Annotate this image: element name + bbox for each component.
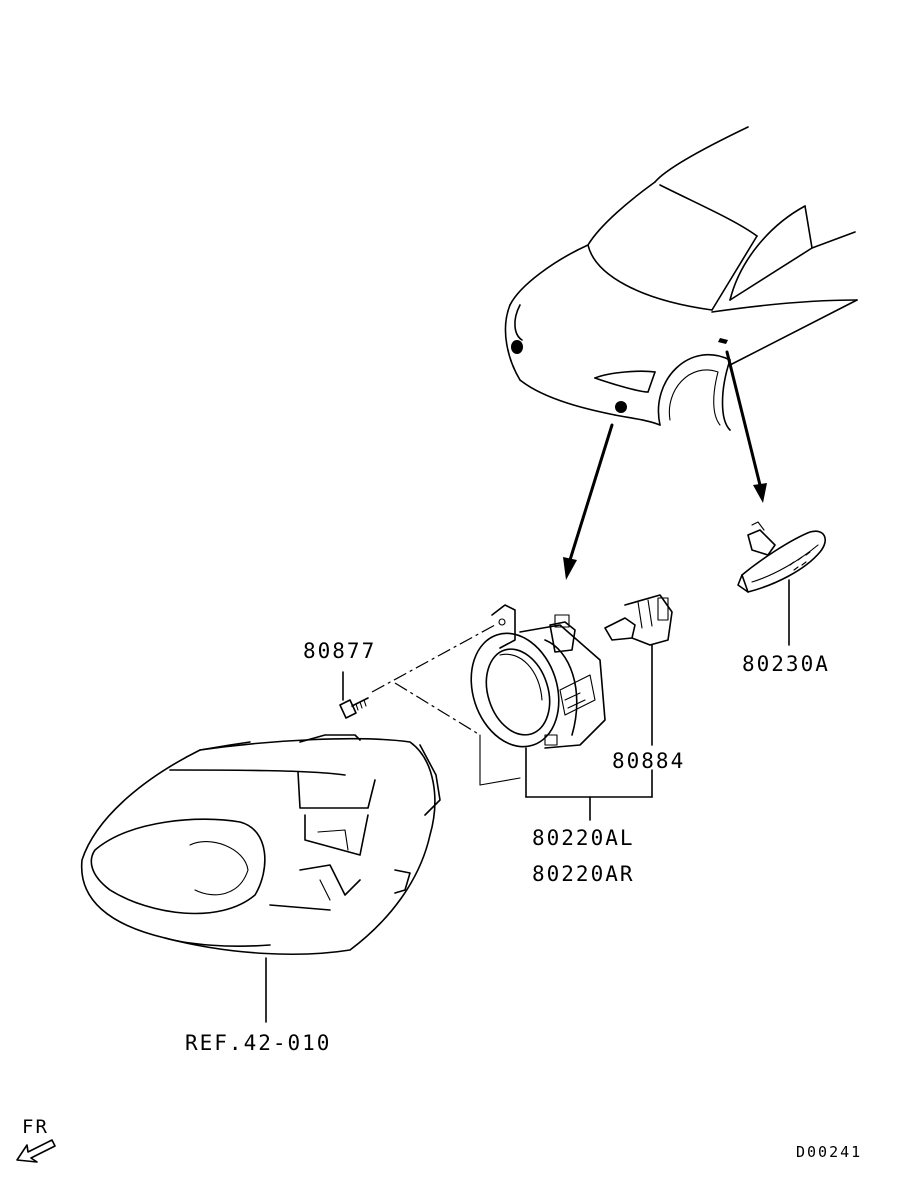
fog-lamp-location-arrow [563, 423, 614, 580]
front-direction-arrow-icon [16, 1139, 56, 1163]
screw-guide-lines [371, 624, 521, 786]
screw [339, 671, 369, 719]
side-lamp-location-arrow [725, 350, 767, 503]
fog-lamp-bulb [604, 594, 673, 746]
fog-lamp-label-bracket [525, 769, 653, 821]
fog-lamp-assembly [470, 604, 606, 798]
label-bulb-part-number: 80884 [612, 749, 686, 773]
front-direction-label: FR [22, 1116, 49, 1138]
diagram-code: D00241 [796, 1143, 863, 1161]
side-turn-lamp [737, 521, 826, 646]
label-fog-lamp-left-part-number: 80220AL [532, 826, 635, 850]
label-fog-lamp-right-part-number: 80220AR [532, 862, 635, 886]
front-bumper-cover [80, 734, 441, 1023]
label-bumper-reference: REF.42-010 [185, 1031, 332, 1055]
label-screw-part-number: 80877 [303, 639, 377, 663]
vehicle-front-outline [504, 126, 858, 431]
label-side-turn-lamp-part-number: 80230A [742, 652, 830, 676]
